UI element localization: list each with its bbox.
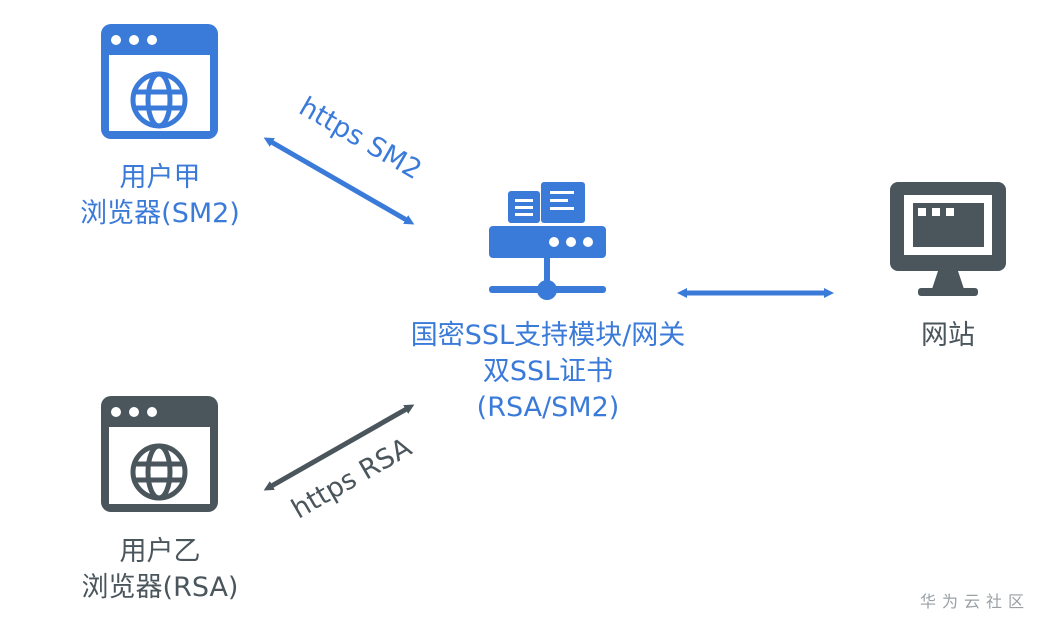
- gateway-certs: 双SSL证书: [482, 356, 614, 387]
- website-name: 网站: [921, 320, 975, 351]
- browser-globe-icon: [101, 396, 218, 512]
- user-b-label: 用户乙 浏览器(RSA): [60, 534, 260, 606]
- user-a-label: 用户甲 浏览器(SM2): [60, 160, 260, 232]
- user-a-browser: 浏览器(SM2): [80, 198, 240, 229]
- user-b-browser: 浏览器(RSA): [81, 572, 239, 603]
- gateway-cert-types: (RSA/SM2): [476, 392, 620, 423]
- user-a-name: 用户甲: [119, 162, 201, 193]
- server-gateway-icon: [489, 182, 606, 300]
- sm2-edge-label: https SM2: [294, 91, 427, 186]
- user-b-name: 用户乙: [119, 536, 201, 567]
- website-label: 网站: [888, 318, 1008, 354]
- rsa-connection-arrow: [263, 404, 415, 491]
- gateway-title: 国密SSL支持模块/网关: [410, 320, 686, 351]
- sm2-connection-arrow: [263, 137, 415, 225]
- watermark: 华为云社区: [919, 592, 1030, 611]
- rsa-edge-label: https RSA: [286, 432, 417, 526]
- monitor-icon: [890, 182, 1006, 296]
- browser-globe-icon: [101, 24, 218, 139]
- gateway-label: 国密SSL支持模块/网关 双SSL证书 (RSA/SM2): [378, 318, 718, 426]
